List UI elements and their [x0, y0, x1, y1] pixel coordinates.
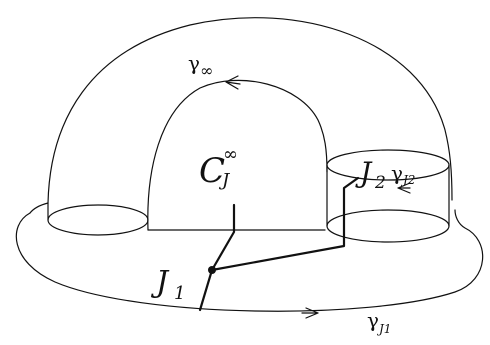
- label-gamma-inf: γ ∞: [188, 51, 213, 80]
- tree-branch-down: [198, 268, 214, 312]
- label-gamma-j1: γ J1: [367, 308, 391, 336]
- svg-text:γ: γ: [367, 308, 379, 332]
- tree-branch-right: [210, 176, 360, 272]
- svg-text:J: J: [355, 156, 373, 189]
- label-c-j-inf: C J ∞: [199, 144, 238, 191]
- outer-ellipse: [15, 209, 484, 312]
- gamma-j1-arrow: [301, 307, 319, 319]
- left-foot-ellipse: [47, 204, 149, 236]
- label-j2: J 2: [355, 156, 386, 193]
- tree-branch-up: [210, 203, 236, 272]
- tree-vertex-dot: [208, 266, 216, 274]
- right-top-ellipse: [326, 149, 450, 181]
- gamma-j2-arrow: [397, 182, 411, 194]
- svg-text:C: C: [199, 151, 225, 191]
- svg-text:γ: γ: [391, 161, 403, 185]
- outer-ellipse-left: [29, 202, 49, 214]
- svg-text:1: 1: [174, 283, 185, 304]
- svg-text:2: 2: [374, 173, 386, 193]
- right-bottom-ellipse: [326, 209, 450, 243]
- svg-text:γ: γ: [188, 51, 200, 75]
- svg-text:∞: ∞: [200, 61, 213, 80]
- svg-text:J: J: [150, 265, 170, 300]
- label-j1: J 1: [150, 265, 185, 304]
- svg-text:J1: J1: [376, 322, 391, 336]
- label-gamma-j2: γ J2: [391, 161, 415, 187]
- svg-text:J2: J2: [400, 173, 415, 187]
- inner-handle-arc: [147, 79, 328, 231]
- outer-handle-arc: [47, 17, 453, 204]
- svg-text:J: J: [218, 170, 231, 191]
- svg-text:∞: ∞: [223, 144, 238, 165]
- gamma-inf-arrow: [225, 75, 241, 90]
